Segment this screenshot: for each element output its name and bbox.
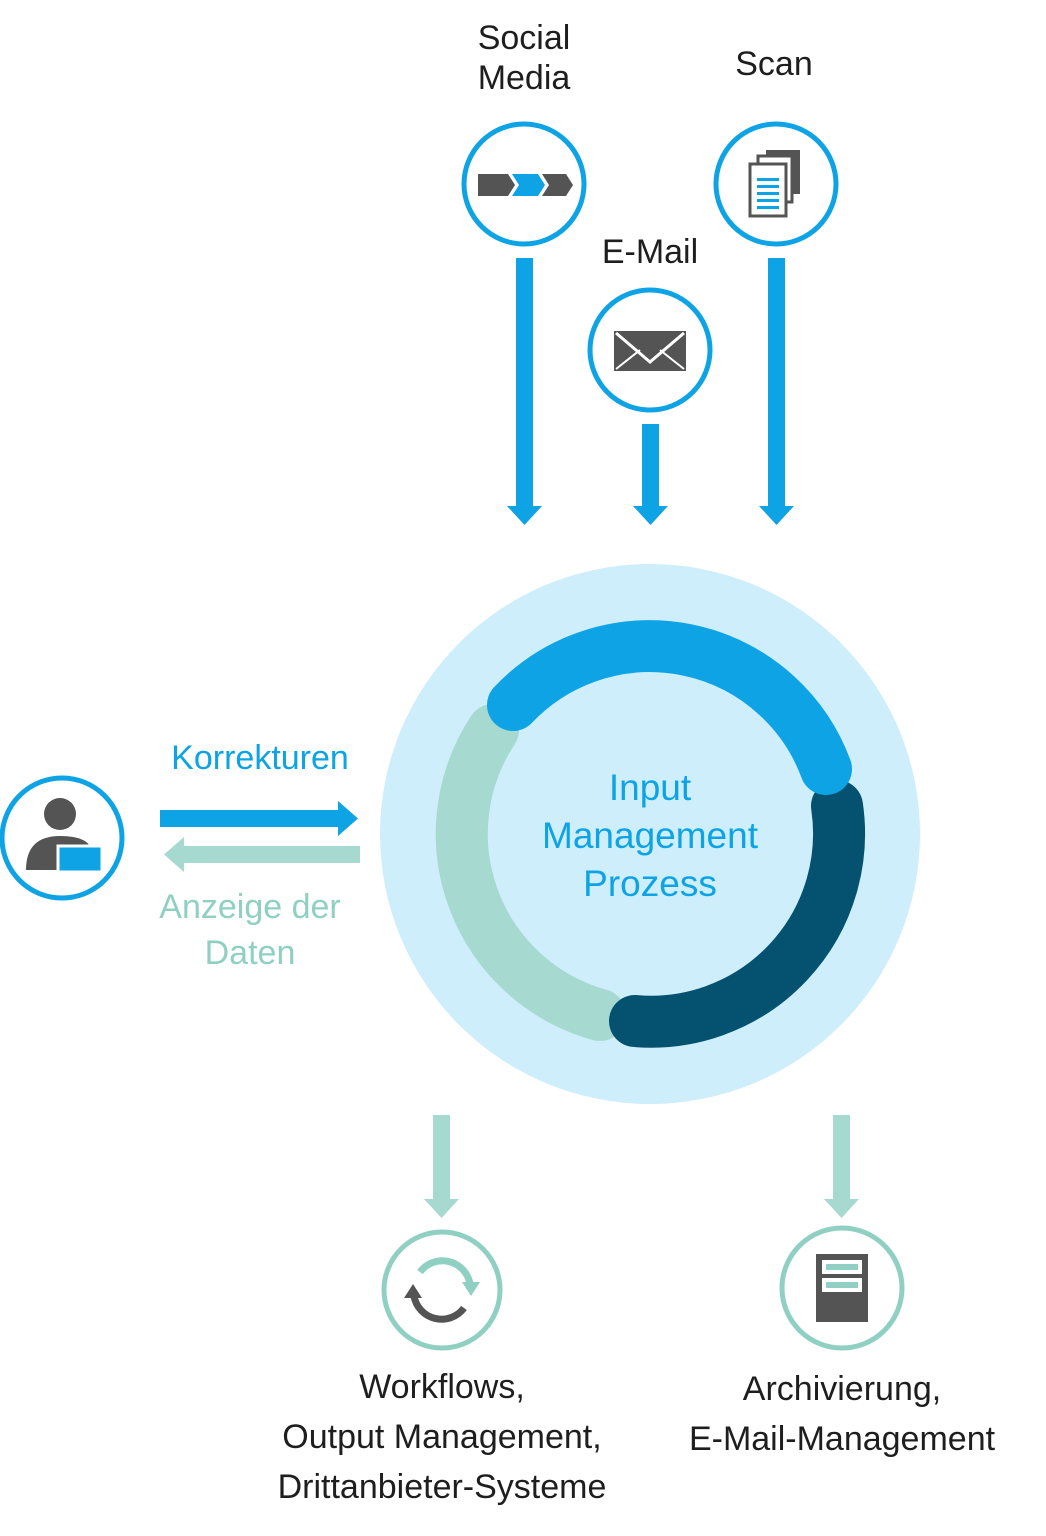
arrow-email-down bbox=[633, 424, 668, 525]
display-data-label-line2: Daten bbox=[204, 934, 296, 972]
scan-node bbox=[713, 121, 839, 247]
email-label: E-Mail bbox=[550, 232, 750, 272]
arrow-scan-down bbox=[759, 258, 794, 525]
archive-label-line2: E-Mail-Management bbox=[688, 1420, 996, 1458]
display-data-label-line1: Anzeige der bbox=[159, 888, 341, 926]
archive-node bbox=[779, 1225, 905, 1351]
arrow-archive-down bbox=[824, 1115, 859, 1218]
cycle-arc-blue bbox=[487, 620, 852, 795]
social-media-label: Social Media bbox=[424, 18, 624, 98]
scan-label: Scan bbox=[674, 44, 874, 84]
cycle-arc-navy bbox=[609, 780, 865, 1048]
arrow-corrections-right bbox=[160, 801, 358, 836]
process-chevrons-icon bbox=[478, 174, 573, 196]
documents-icon bbox=[748, 150, 800, 218]
process-title: Input Management Prozess bbox=[480, 764, 820, 908]
process-title-line3: Prozess bbox=[583, 863, 717, 904]
workflows-label-line1: Workflows, bbox=[359, 1368, 525, 1406]
archive-label-line1: Archivierung, bbox=[742, 1370, 942, 1408]
social-media-label-line2: Media bbox=[477, 59, 571, 98]
cycle-arc-teal bbox=[435, 704, 626, 1041]
user-node bbox=[0, 775, 125, 901]
workflows-label-line2: Output Management, bbox=[282, 1418, 602, 1456]
workflows-node bbox=[381, 1229, 503, 1351]
social-media-label-line1: Social bbox=[477, 19, 571, 57]
social-media-node bbox=[461, 121, 587, 247]
arrow-display-left bbox=[164, 837, 360, 872]
workflows-label: Workflows, Output Management, Drittanbie… bbox=[232, 1362, 652, 1512]
user-laptop-icon bbox=[26, 798, 104, 874]
process-title-line2: Management bbox=[542, 815, 758, 856]
corrections-label: Korrekturen bbox=[140, 738, 380, 778]
workflows-label-line3: Drittanbieter-Systeme bbox=[277, 1468, 607, 1506]
arrow-social-media-down bbox=[507, 258, 542, 525]
envelope-icon bbox=[614, 331, 686, 371]
archive-cabinet-icon bbox=[816, 1254, 868, 1322]
email-label-text: E-Mail bbox=[601, 233, 699, 271]
arrow-workflows-down bbox=[424, 1115, 459, 1218]
process-title-line1: Input bbox=[608, 767, 692, 808]
scan-label-text: Scan bbox=[735, 45, 813, 83]
display-data-label: Anzeige der Daten bbox=[130, 884, 370, 976]
archive-label: Archivierung, E-Mail-Management bbox=[652, 1364, 1032, 1464]
email-node bbox=[587, 287, 713, 413]
corrections-label-text: Korrekturen bbox=[171, 739, 349, 777]
refresh-cycle-icon bbox=[404, 1257, 480, 1323]
